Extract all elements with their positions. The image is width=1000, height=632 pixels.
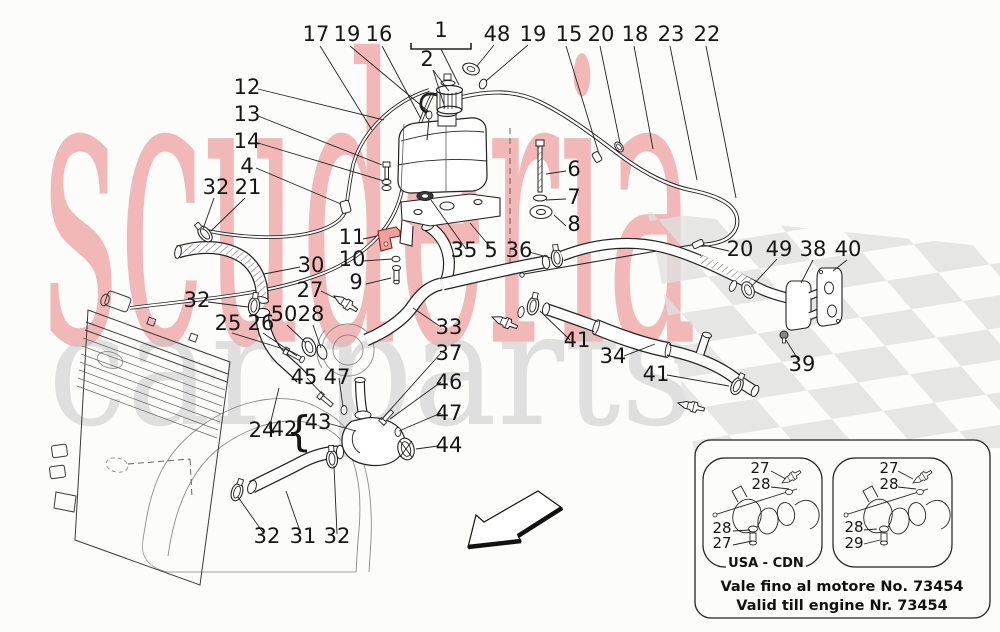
bracket-11-highlighted [377,226,401,252]
callout-45: 45 [291,365,318,389]
bolt-13-washers-14 [381,161,392,191]
callout-48: 48 [484,22,511,46]
callout-46: 46 [436,370,463,394]
callout-24: 24 [249,418,276,442]
callout-49: 49 [766,237,793,261]
callout-18: 18 [622,22,649,46]
callout-32a: 32 [203,175,230,199]
callout-28: 28 [298,302,325,326]
callout-9: 9 [349,270,362,294]
callout-35: 35 [451,238,478,262]
elbow-24 [191,219,361,383]
validity-note-english: Valid till engine Nr. 73454 [736,598,947,614]
watermark-brand-text: scuderia [42,0,697,435]
callout-6: 6 [567,157,580,181]
callout-41b: 41 [643,362,670,386]
thermostat-outlet [316,376,415,467]
callout-11: 11 [339,225,366,249]
filler-cap [435,73,464,115]
validity-note-italian: Vale fino al motore No. 73454 [720,579,963,595]
svg-text:scuderia: scuderia [42,0,697,435]
callout-23: 23 [658,22,685,46]
inset-callout-28t: 28 [751,475,770,493]
callout-32b: 32 [184,288,211,312]
hose-31 [228,444,345,503]
callout-32d: 32 [324,524,351,548]
callout-39: 39 [789,352,816,376]
callout-47a: 47 [436,401,463,425]
callout-20b: 20 [727,237,754,261]
tube-33 [363,220,565,346]
direction-arrow [467,490,564,550]
callout-13: 13 [234,102,261,126]
callout-22: 22 [694,22,721,46]
hose-30 [174,241,269,304]
callout-42: 42 [271,417,298,441]
callout-43: 43 [305,410,332,434]
leader-lines [202,43,848,535]
inset-callout-28b-r: 28 [844,518,863,536]
callout-7: 7 [567,185,580,209]
region-label: USA - CDN [728,556,804,571]
callout-30: 30 [298,253,325,277]
construction-lines [127,128,511,498]
callout-2: 2 [420,47,433,71]
inset-callout-27b: 27 [712,534,731,552]
callout-38: 38 [800,237,827,261]
inset-callout-27t-r: 27 [879,459,898,477]
inset-callout-27t: 27 [750,459,769,477]
callout-16: 16 [366,22,393,46]
callout-19: 19 [334,22,361,46]
callout-4: 4 [240,154,253,178]
callout-44: 44 [436,433,463,457]
callout-26: 26 [248,311,275,335]
callout-36: 36 [506,238,533,262]
bolt-9-nut-10 [391,255,401,285]
callout-32c: 32 [254,524,281,548]
expansion-tank [397,73,488,194]
callout-17: 17 [303,22,330,46]
callout-15: 15 [556,22,583,46]
mounting-plate-5 [399,190,501,247]
inset-callout-28b: 28 [712,519,731,537]
region-label-underlay [726,554,806,570]
callout-8: 8 [567,212,580,236]
callout-33: 33 [436,315,463,339]
vent-pipe [457,62,740,278]
inset-callout-29: 29 [844,534,863,552]
callout-27: 27 [297,278,324,302]
pipe-34 [489,291,760,415]
callout-41a: 41 [564,328,591,352]
callout-5: 5 [484,238,497,262]
callout-34: 34 [600,344,627,368]
callout-21: 21 [235,175,262,199]
bracket-brace: { [286,407,313,456]
inset-callout-28t-r: 28 [879,475,898,493]
callout-50: 50 [271,302,298,326]
validity-inset-box: USA - CDN Vale fino al motore No. 73454 … [694,439,991,619]
callout-47b: 47 [324,365,351,389]
callout-19b: 19 [520,22,547,46]
callout-1: 1 [434,18,447,42]
flange-pipe [560,237,843,344]
callout-labels: 17 19 16 1 2 48 19 15 20 18 23 22 12 13 … [184,18,899,552]
callout-25: 25 [215,311,242,335]
radiator [48,290,231,586]
callout-40: 40 [835,237,862,261]
callout-14: 14 [234,129,261,153]
callout-10: 10 [339,247,366,271]
callout-31: 31 [290,524,317,548]
stud-6-washer-7-grommet-8 [529,139,553,219]
callout-12: 12 [234,75,261,99]
callout-20: 20 [588,22,615,46]
callout-37: 37 [436,341,463,365]
